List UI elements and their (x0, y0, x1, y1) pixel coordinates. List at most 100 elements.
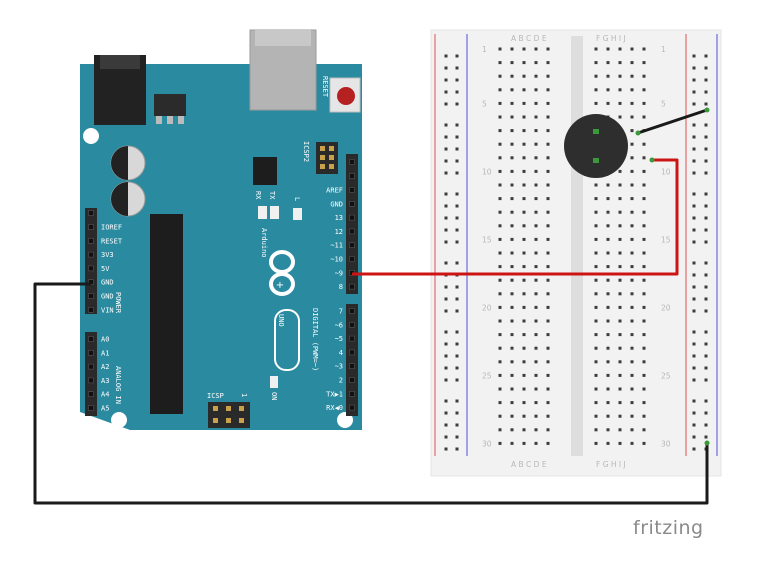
header-pin[interactable] (88, 336, 94, 342)
breadboard-hole (498, 169, 502, 173)
reset-button-cap[interactable] (337, 87, 355, 105)
breadboard-hole (546, 197, 550, 201)
rail-hole (455, 423, 459, 427)
breadboard-hole (510, 441, 514, 445)
header-pin[interactable] (88, 377, 94, 384)
breadboard-hole (534, 441, 538, 445)
header-pin[interactable] (88, 238, 94, 244)
breadboard-hole (642, 360, 646, 364)
header-pin[interactable] (349, 321, 355, 328)
rail-hole (455, 159, 459, 163)
header-pin[interactable] (349, 283, 355, 290)
rail-hole (704, 240, 708, 244)
breadboard-hole (594, 319, 598, 323)
breadboard-hole (522, 183, 526, 187)
rail-hole (692, 273, 696, 277)
header-pin[interactable] (88, 265, 94, 272)
breadboard-hole (642, 74, 646, 78)
power-pin-label: GND (101, 293, 114, 301)
breadboard-hole (546, 88, 550, 92)
header-pin[interactable] (349, 173, 355, 179)
header-pin[interactable] (88, 224, 94, 230)
analog-label: ANALOG IN (114, 366, 122, 404)
rail-hole (704, 102, 708, 106)
breadboard-hole (546, 129, 550, 133)
breadboard-hole (498, 441, 502, 445)
power-header (85, 208, 97, 314)
breadboard-hole (642, 387, 646, 391)
header-pin[interactable] (349, 335, 355, 342)
header-pin[interactable] (88, 251, 94, 258)
rail-hole (692, 435, 696, 439)
rail-hole (455, 309, 459, 313)
breadboard-hole (534, 360, 538, 364)
header-pin[interactable] (349, 228, 355, 235)
breadboard-hole (498, 265, 502, 269)
header-pin[interactable] (349, 390, 355, 397)
rail-hole (692, 297, 696, 301)
breadboard-hole (522, 278, 526, 282)
header-pin[interactable] (349, 159, 355, 165)
header-pin[interactable] (349, 214, 355, 221)
header-pin[interactable] (349, 377, 355, 383)
header-pin[interactable] (88, 349, 94, 356)
rail-hole (455, 171, 459, 175)
breadboard-hole (642, 401, 646, 405)
breadboard-hole (618, 414, 622, 418)
header-pin[interactable] (88, 306, 94, 313)
breadboard-hole (510, 224, 514, 228)
breadboard-hole (642, 210, 646, 214)
breadboard-hole (498, 428, 502, 432)
rail-hole (444, 78, 448, 82)
l-led (293, 208, 302, 220)
rail-hole (444, 123, 448, 127)
header-pin[interactable] (88, 363, 94, 370)
breadboard-hole (510, 333, 514, 337)
header-pin[interactable] (349, 308, 355, 314)
column-letters-top-left: A B C D E (511, 34, 547, 43)
breadboard-hole (546, 156, 550, 160)
svg-text:−: − (276, 249, 284, 259)
breadboard-hole (498, 251, 502, 255)
header-pin[interactable] (349, 363, 355, 370)
header-pin[interactable] (349, 349, 355, 356)
rail-hole (704, 435, 708, 439)
rail-hole (444, 399, 448, 403)
rail-hole (704, 216, 708, 220)
header-pin[interactable] (88, 391, 94, 398)
breadboard-hole (546, 441, 550, 445)
breadboard-hole (534, 305, 538, 309)
rail-hole (444, 366, 448, 370)
rail-hole (704, 123, 708, 127)
breadboard-hole (642, 142, 646, 146)
breadboard-hole (546, 305, 550, 309)
breadboard-hole (498, 142, 502, 146)
header-pin[interactable] (88, 405, 94, 411)
analog-pin-label: A3 (101, 377, 109, 385)
header-pin[interactable] (349, 256, 355, 262)
breadboard-hole (594, 373, 598, 377)
breadboard-hole (522, 237, 526, 241)
breadboard-hole (534, 129, 538, 133)
breadboard-hole (618, 305, 622, 309)
breadboard-hole (546, 373, 550, 377)
breadboard-hole (498, 387, 502, 391)
breadboard-hole (510, 210, 514, 214)
header-pin[interactable] (349, 201, 355, 207)
header-pin[interactable] (349, 187, 355, 193)
header-pin[interactable] (88, 293, 94, 299)
rail-hole (704, 204, 708, 208)
rail-hole (704, 54, 708, 58)
breadboard-hole (630, 74, 634, 78)
header-pin[interactable] (88, 210, 94, 216)
rail-hole (692, 54, 696, 58)
breadboard-hole (498, 346, 502, 350)
breadboard-hole (534, 333, 538, 337)
digital-pin-label: 7 (339, 308, 343, 316)
analog-pin-label: A2 (101, 363, 109, 371)
rail-hole (455, 216, 459, 220)
buzzer-pin (593, 129, 599, 134)
breadboard-hole (618, 265, 622, 269)
header-pin[interactable] (349, 242, 355, 248)
header-pin[interactable] (349, 404, 355, 411)
